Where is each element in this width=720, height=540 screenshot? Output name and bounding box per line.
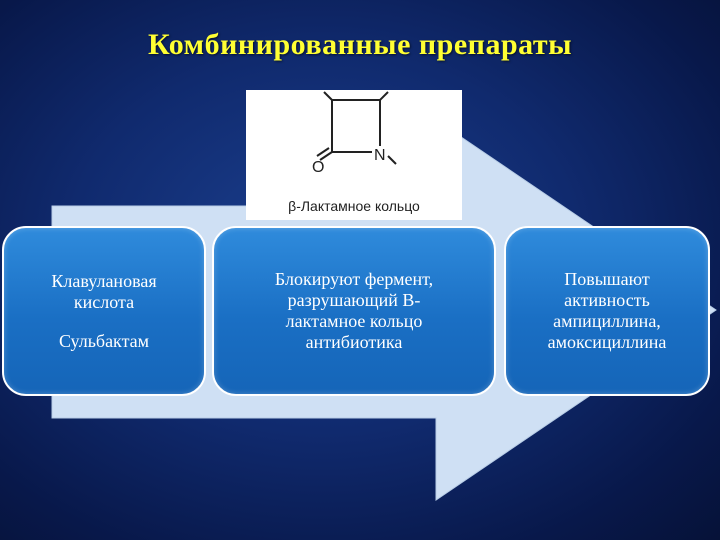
substituent-bond-1 <box>323 91 333 101</box>
oxygen-atom-label: O <box>312 159 324 176</box>
card-line: амоксициллина <box>547 332 667 352</box>
card-inhibitors: Клавулановая кислота Сульбактам <box>2 226 206 396</box>
formula-caption: β-Лактамное кольцо <box>288 198 420 214</box>
card-line: кислота <box>73 291 135 312</box>
card-line: лактамное кольцо <box>285 311 423 331</box>
card-line: антибиотика <box>305 332 403 352</box>
nitrogen-atom-label: N <box>374 147 386 164</box>
card-line: разрушающий В- <box>287 290 421 310</box>
beta-lactam-structure: O N <box>312 91 397 176</box>
card-line: Блокируют фермент, <box>274 269 434 289</box>
beta-lactam-ring-figure: O N β-Лактамное кольцо <box>246 90 462 220</box>
card-line: активность <box>564 290 650 310</box>
card-mechanism: Блокируют фермент, разрушающий В- лактам… <box>212 226 496 396</box>
card-line: Повышают <box>564 269 650 289</box>
card-line: Клавулановая <box>51 270 157 291</box>
substituent-bond-2 <box>379 91 389 101</box>
carbonyl-bond-b <box>316 147 330 157</box>
substituent-bond-3 <box>387 155 397 165</box>
carbonyl-bond-a <box>319 151 333 161</box>
card-line: Сульбактам <box>58 330 150 351</box>
card-line: ампициллина, <box>553 311 661 331</box>
slide-title: Комбинированные препараты <box>147 28 573 61</box>
card-effect: Повышают активность ампициллина, амоксиц… <box>504 226 710 396</box>
